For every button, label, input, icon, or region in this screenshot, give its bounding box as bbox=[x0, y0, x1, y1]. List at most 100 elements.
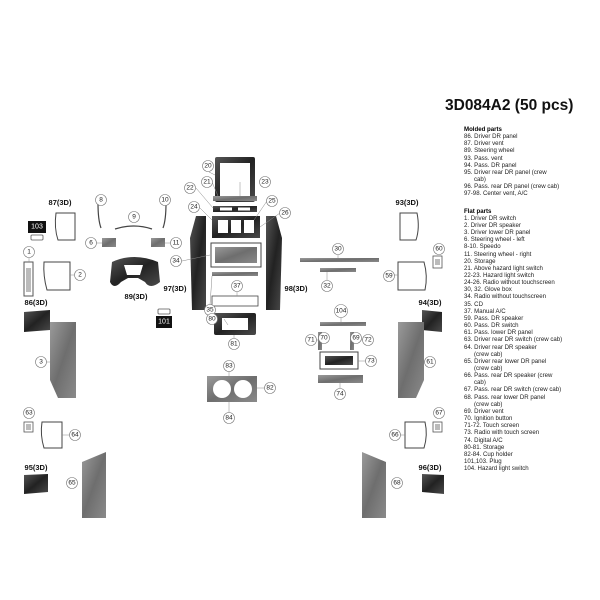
part-label-65: 65 bbox=[66, 477, 78, 489]
part-65-driver-rear-lower-dr-panel bbox=[82, 452, 106, 518]
label-number: 72 bbox=[364, 337, 372, 344]
part-label-22: 22 bbox=[184, 182, 196, 194]
part-6-steering-wheel-left bbox=[102, 238, 116, 247]
plug-label: 103 bbox=[31, 224, 43, 231]
label-circle bbox=[228, 338, 240, 350]
label-number: 59 bbox=[385, 273, 393, 280]
label-number: 66 bbox=[391, 432, 399, 439]
part-20-storage bbox=[215, 157, 255, 202]
part-label-66: 66 bbox=[389, 429, 401, 441]
part-67-pass-rear-dr-switch bbox=[432, 421, 443, 433]
part-59-pass-dr-speaker bbox=[397, 261, 427, 291]
legend-item: 22-23. Hazard light switch bbox=[464, 271, 535, 279]
label-3d: 89(3D) bbox=[125, 292, 148, 301]
legend-item: (crew cab) bbox=[474, 365, 503, 372]
kit-title: 3D084A2 (50 pcs) bbox=[445, 97, 574, 114]
label-number: 11 bbox=[173, 240, 180, 247]
legend-item: 74. Digital A/C bbox=[464, 436, 503, 444]
legend-item: 101,103. Plug bbox=[464, 458, 502, 466]
part-11-steering-wheel-right bbox=[151, 238, 165, 247]
label-circle bbox=[332, 243, 344, 255]
legend-item: 64. Driver rear DR speaker bbox=[464, 343, 537, 351]
label-circle bbox=[231, 280, 243, 292]
part-label-72: 72 bbox=[362, 334, 374, 346]
legend-item: 8-10. Speedo bbox=[464, 243, 501, 251]
legend-item: 82-84. Cup holder bbox=[464, 450, 513, 458]
label-number: 23 bbox=[261, 179, 269, 186]
label-circle bbox=[424, 356, 436, 368]
legend-item: 86. Driver DR panel bbox=[464, 133, 518, 141]
label-circle bbox=[266, 195, 278, 207]
label-3d: 98(3D) bbox=[285, 284, 308, 293]
legend-item: (crew cab) bbox=[474, 400, 503, 408]
part-label-68: 68 bbox=[391, 477, 403, 489]
label-number: 34 bbox=[172, 258, 180, 265]
label-number: 65 bbox=[68, 480, 76, 487]
part-101-plug bbox=[156, 316, 172, 328]
label-circle bbox=[334, 388, 346, 400]
legend-separator bbox=[464, 198, 598, 208]
label-number: 64 bbox=[71, 432, 79, 439]
part-3d-95-driver-rear-dr-panel bbox=[24, 474, 48, 494]
part-label-71: 71 bbox=[305, 334, 317, 346]
legend-item: 89. Steering wheel bbox=[464, 147, 515, 155]
part-3d-96-pass-rear-dr-panel bbox=[422, 474, 444, 494]
label-number: 10 bbox=[161, 197, 169, 204]
part-2-driver-dr-speaker bbox=[43, 261, 71, 291]
part-103-plug bbox=[28, 221, 46, 233]
legend-item: 34. Radio without touchscreen bbox=[464, 293, 546, 301]
part-label-80: 80 bbox=[206, 313, 218, 325]
label-3d: 95(3D) bbox=[25, 463, 48, 472]
label-number: 20 bbox=[204, 163, 212, 170]
label-circle bbox=[383, 270, 395, 282]
part-24-26-radio bbox=[212, 216, 260, 238]
label-3d: 86(3D) bbox=[25, 298, 48, 307]
label-circle bbox=[23, 246, 35, 258]
label-circle bbox=[202, 160, 214, 172]
label-number: 32 bbox=[323, 283, 331, 290]
part-label-24: 24 bbox=[188, 201, 200, 213]
part-label-2: 2 bbox=[74, 269, 86, 281]
part-3-driver-lower-dr-panel bbox=[50, 322, 76, 398]
legend-item: 6. Steering wheel - left bbox=[464, 236, 525, 244]
label-circle bbox=[206, 313, 218, 325]
part-73-radio-touch bbox=[319, 351, 359, 370]
label-3d: 97(3D) bbox=[164, 284, 187, 293]
label-number: 67 bbox=[435, 410, 443, 417]
part-label-74: 74 bbox=[334, 388, 346, 400]
label-number: 22 bbox=[186, 185, 194, 192]
label-circle bbox=[184, 182, 196, 194]
label-circle bbox=[159, 194, 171, 206]
part-63-driver-rear-dr-switch bbox=[23, 421, 34, 433]
label-number: 71 bbox=[307, 337, 315, 344]
label-circle bbox=[305, 334, 317, 346]
label-number: 30 bbox=[334, 246, 342, 253]
legend-item: 20. Storage bbox=[464, 257, 496, 265]
label-number: 35 bbox=[206, 307, 214, 314]
part-8-10-speedo bbox=[97, 202, 167, 230]
part-3d-89-steering-wheel bbox=[110, 257, 160, 286]
part-label-69: 69 bbox=[350, 332, 362, 344]
label-3d: 96(3D) bbox=[419, 463, 442, 472]
label-circle bbox=[85, 237, 97, 249]
label-circle bbox=[318, 332, 330, 344]
legend-item: 61. Pass. lower DR panel bbox=[464, 329, 533, 337]
part-label-10: 10 bbox=[159, 194, 171, 206]
part-label-8: 8 bbox=[95, 194, 107, 206]
legend-item: 104. Hazard light switch bbox=[464, 465, 529, 473]
label-circle bbox=[223, 412, 235, 424]
part-label-6: 6 bbox=[85, 237, 97, 249]
part-label-11: 11 bbox=[170, 237, 182, 249]
label-circle bbox=[433, 407, 445, 419]
label-circle bbox=[321, 280, 333, 292]
legend-item: 80-81. Storage bbox=[464, 443, 505, 451]
legend-item: 87. Driver vent bbox=[464, 140, 504, 148]
label-circle bbox=[433, 243, 445, 255]
part-30-glove-box bbox=[300, 258, 379, 262]
label-number: 81 bbox=[230, 341, 238, 348]
legend-item: 21. Above hazard light switch bbox=[464, 264, 543, 272]
label-number: 37 bbox=[233, 283, 241, 290]
part-61-pass-lower-dr-panel bbox=[398, 322, 424, 398]
